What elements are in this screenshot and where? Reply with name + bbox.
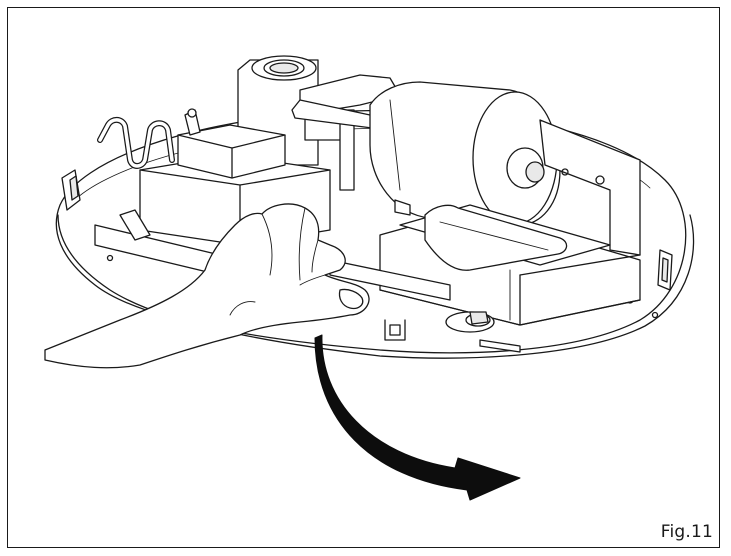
hand bbox=[44, 203, 370, 369]
motion-arrow bbox=[314, 334, 521, 501]
wire-hook bbox=[97, 116, 175, 169]
right-clip bbox=[657, 249, 673, 291]
screw-fastener bbox=[445, 311, 495, 333]
figure-label: Fig.11 bbox=[660, 522, 713, 542]
lower-rail bbox=[94, 209, 451, 301]
motor bbox=[369, 81, 561, 226]
left-clip bbox=[61, 169, 81, 211]
right-bracket bbox=[539, 119, 641, 256]
